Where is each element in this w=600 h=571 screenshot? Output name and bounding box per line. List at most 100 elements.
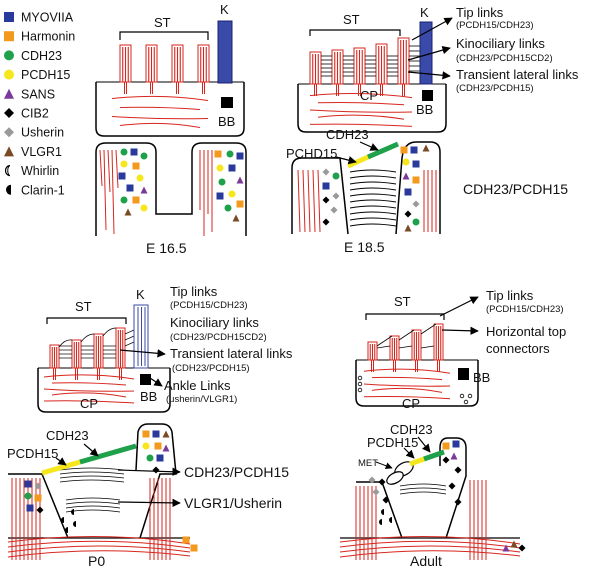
- legend-label: PCDH15: [21, 68, 70, 82]
- cdh23-label: CDH23: [326, 127, 369, 142]
- cdh23-label: CDH23: [390, 422, 433, 437]
- usherin-marker: [368, 476, 376, 484]
- pcdh15-marker: [142, 442, 150, 450]
- myoviia-marker: [412, 160, 420, 168]
- myoviia-marker: [216, 192, 224, 200]
- bb-label: BB: [473, 370, 490, 385]
- myoviia-marker: [130, 148, 138, 156]
- pcdh15-marker: [136, 174, 144, 182]
- cdh23-segment: [367, 141, 399, 160]
- myoviia-marker: [126, 184, 134, 192]
- legend-sans-icon: [4, 88, 14, 99]
- stereocilia-e16-5: [119, 44, 210, 94]
- stage-label: P0: [88, 553, 105, 569]
- tip-links-sub: (PCDH15/CDH23): [170, 300, 248, 311]
- pcdh15-segment: [409, 456, 425, 467]
- cib2-marker: [518, 544, 526, 552]
- legend-label: Whirlin: [21, 164, 59, 178]
- zoom-contents-e18-5: [297, 144, 437, 233]
- myoviia-marker: [118, 172, 126, 180]
- ankle-links-sub: (usherin/VLGR1): [166, 394, 237, 405]
- cib2-marker: [322, 196, 330, 204]
- legend-pcdh15-icon: [4, 69, 14, 80]
- k-label: K: [220, 2, 229, 17]
- cdh23-marker: [120, 196, 128, 204]
- legend-cib2-icon: [4, 108, 14, 118]
- cib2-marker: [404, 210, 412, 218]
- cib2-marker: [322, 218, 330, 226]
- pcdh15-marker: [402, 158, 410, 166]
- cuticular-plate-adult: [357, 368, 473, 405]
- zoom-contents-e16-5: [99, 148, 244, 236]
- sans-marker: [502, 544, 510, 552]
- usherin-marker: [372, 488, 380, 496]
- st-label: ST: [75, 299, 92, 314]
- cib2-marker: [152, 466, 160, 474]
- panel-e18-5: ST K CP BB Tip links (PCDH15/CDH23) Kino…: [286, 5, 579, 255]
- myoviia-marker: [452, 440, 460, 448]
- clarin-1-marker: [73, 521, 76, 527]
- st-label: ST: [394, 294, 411, 309]
- cell-body-e16-5: [95, 82, 245, 137]
- stage-label: E 16.5: [146, 240, 187, 256]
- kino-links-sub: (CDH23/PCDH15CD2): [456, 53, 553, 64]
- legend-vlgr1-icon: [4, 146, 14, 157]
- trans-links-sub: (CDH23/PCDH15): [172, 363, 250, 374]
- harmonin-marker: [142, 430, 150, 438]
- usherin-marker: [34, 482, 42, 490]
- myoviia-marker: [410, 146, 418, 154]
- cdh23-marker: [224, 204, 232, 212]
- pcdh15-label: PCDH15: [7, 446, 58, 461]
- kino-links-sub: (CDH23/PCDH15CD2): [170, 332, 267, 343]
- kino-links-label: Kinociliary links: [456, 36, 545, 51]
- harmonin-marker: [442, 442, 450, 450]
- zoom-contents-p0: [7, 430, 198, 560]
- cell-body-p0: [37, 368, 171, 413]
- panel-adult: ST CP BB Tip links (PCDH15/CDH23) Horizo…: [339, 288, 566, 569]
- legend-label: Clarin-1: [21, 183, 65, 197]
- kinocilium-e16-5: [217, 20, 233, 84]
- legend-label: Harmonin: [21, 30, 75, 44]
- pcdh15-label: PCDH15: [367, 435, 418, 450]
- myoviia-marker: [322, 182, 330, 190]
- kino-links-label: Kinociliary links: [170, 315, 259, 330]
- usherin-marker: [330, 206, 338, 214]
- cell-body-adult: [355, 360, 479, 407]
- harmonin-marker: [132, 162, 140, 170]
- myoviia-marker: [24, 480, 32, 488]
- pcdh15-marker: [228, 190, 236, 198]
- pcdh15-marker: [140, 204, 148, 212]
- cuticular-plate-e16-5: [111, 95, 209, 128]
- panel-e16-5: ST K BB E 16.5: [95, 2, 247, 256]
- legend-usherin-icon: [4, 127, 14, 138]
- cdh23-segment: [79, 443, 137, 465]
- cuticular-plate-e18-5: [309, 93, 413, 127]
- harmonin-marker: [236, 200, 244, 208]
- usherin-marker: [332, 192, 340, 200]
- vlgr1-marker: [510, 540, 518, 548]
- myoviia-marker: [26, 504, 34, 512]
- myoviia-marker: [404, 188, 412, 196]
- pcdh15-marker: [120, 160, 128, 168]
- cp-label: CP: [360, 88, 378, 103]
- st-bracket: [309, 29, 401, 36]
- st-label: ST: [343, 12, 360, 27]
- stage-label: E 18.5: [344, 239, 385, 255]
- legend-label: CIB2: [21, 107, 49, 121]
- cib2-marker: [454, 466, 462, 474]
- cdh23-marker: [412, 218, 420, 226]
- vlgr1-marker: [422, 144, 430, 152]
- legend-label: VLGR1: [21, 145, 62, 159]
- cib2-marker: [454, 498, 462, 506]
- pcdh15-segment: [41, 459, 81, 476]
- stereocilia-e18-5: [309, 37, 420, 96]
- zoom-contents-adult: [339, 440, 526, 560]
- cdh23-marker: [120, 148, 128, 156]
- clarin-1-marker: [71, 509, 74, 515]
- cell-body-e18-5: [297, 84, 447, 133]
- zoom-outline-p0: [8, 423, 177, 539]
- myoviia-marker: [156, 454, 164, 462]
- bb-label: BB: [218, 114, 235, 129]
- pair2-label: VLGR1/Usherin: [184, 495, 282, 511]
